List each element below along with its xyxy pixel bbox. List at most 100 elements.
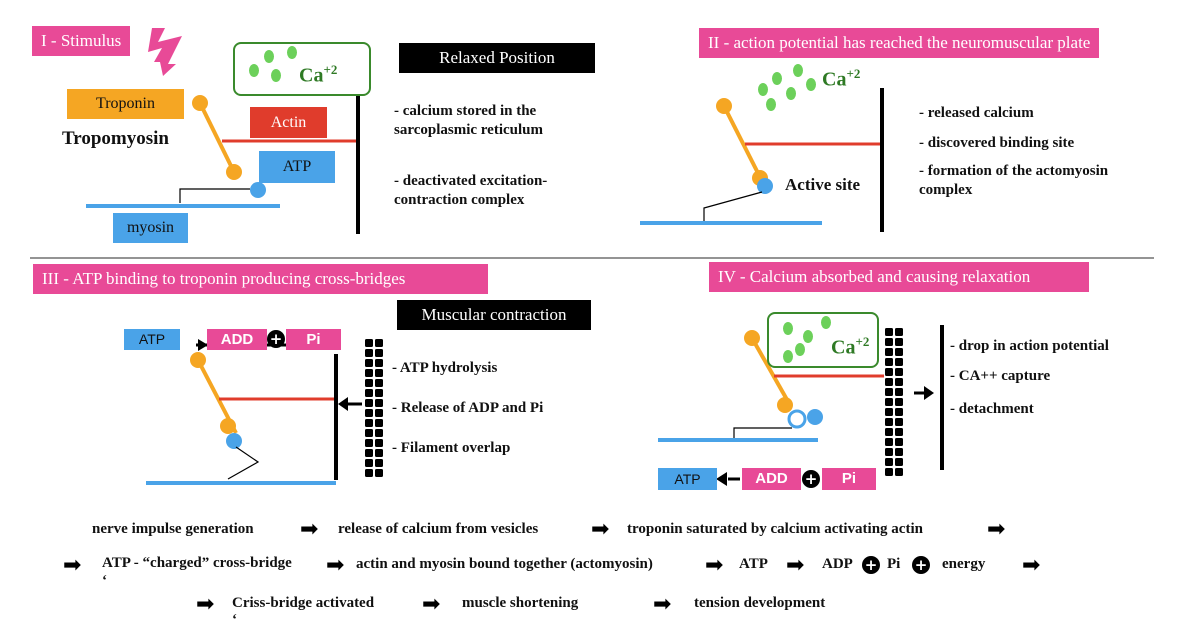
sarcomere-block [375, 439, 383, 447]
arrow-icon: ➡ [653, 592, 672, 617]
panel-4-note-1: - drop in action potential [950, 338, 1109, 354]
sarcomere-block [365, 389, 373, 397]
sarcomere-block [895, 388, 903, 396]
sarcomere-block [375, 339, 383, 347]
panel-2-note-1: - released calcium [919, 105, 1034, 121]
sarcomere-block [365, 419, 373, 427]
flow-step: muscle shortening [462, 595, 579, 611]
panel-1-note-1: - calcium stored in the [394, 103, 537, 119]
sarcomere-block [365, 339, 373, 347]
myosin-label: myosin [113, 213, 188, 243]
stage-1-tag: I - Stimulus [32, 26, 131, 56]
pi-box: Pi [822, 468, 876, 490]
tropomyosin-stalk [750, 337, 792, 406]
sarcomere-block [895, 378, 903, 386]
myosin-neck [179, 188, 250, 203]
sarcomere-block [885, 328, 893, 336]
arrow-icon: ➡ [1022, 553, 1041, 578]
flow-step: Pi [887, 556, 901, 572]
plus-icon: + [862, 556, 880, 575]
myosin-head [757, 178, 773, 194]
sarcomere-block [895, 398, 903, 406]
troponin-label: Troponin [67, 89, 184, 119]
sarcomere-block [885, 468, 893, 476]
sarcomere-block [375, 469, 383, 477]
actin-label: Actin [250, 107, 327, 138]
sarcomere-block [885, 398, 893, 406]
tropomyosin-end [226, 164, 242, 180]
sarcomere-block [895, 338, 903, 346]
sarcomere-block [365, 369, 373, 377]
calcium-container: Ca+2 [233, 42, 371, 96]
calcium-container: Ca+2 [767, 312, 879, 368]
troponin-head [190, 352, 206, 368]
stage-4-tag: IV - Calcium absorbed and causing relaxa… [709, 262, 1089, 292]
tropomyosin-end [220, 418, 236, 434]
flow-step: actin and myosin bound together (actomyo… [356, 556, 653, 572]
sarcomere-block [375, 459, 383, 467]
sarcomere-block [365, 409, 373, 417]
sarcomere-block [885, 448, 893, 456]
sarcomere-block [885, 438, 893, 446]
troponin-head [716, 98, 732, 114]
panel-1-title: Relaxed Position [399, 43, 595, 73]
sarcomere-block [885, 388, 893, 396]
sarcomere-block [375, 389, 383, 397]
arrow-icon: ➡ [300, 517, 319, 542]
arrow-icon: ➡ [705, 553, 724, 578]
sarcomere-block [885, 408, 893, 416]
sarcomere-block [895, 408, 903, 416]
sarcomere-block [895, 438, 903, 446]
calcium-label: Ca+2 [822, 66, 861, 91]
panel-2-note-2: - discovered binding site [919, 135, 1075, 151]
sarcomere-block [895, 418, 903, 426]
flow-step: troponin saturated by calcium activating… [627, 521, 923, 537]
myosin-head [250, 182, 266, 198]
arrow-icon: ➡ [63, 553, 82, 578]
lightning-bolt-icon [148, 28, 182, 76]
tropomyosin-end [777, 397, 793, 413]
sarcomere-block [365, 469, 373, 477]
calcium-label: Ca+2 [831, 334, 870, 359]
panel-2-note-3: - formation of the actomyosin [919, 163, 1109, 179]
sarcomere-block [895, 468, 903, 476]
plus-icon: + [912, 556, 930, 575]
arrow-icon: ➡ [987, 517, 1006, 542]
sarcomere-block [365, 449, 373, 457]
stray-mark: ‘ [232, 612, 237, 628]
myosin-head [807, 409, 823, 425]
add-box: ADD [742, 468, 801, 490]
sarcomere-block [375, 399, 383, 407]
sarcomere-block [365, 399, 373, 407]
add-box: ADD [207, 329, 267, 350]
flow-step: nerve impulse generation [92, 521, 254, 537]
panel-1-note-2: sarcoplasmic reticulum [394, 122, 544, 138]
sarcomere-block [375, 449, 383, 457]
empty-binding-site [787, 409, 807, 429]
arrow-icon: ➡ [786, 553, 805, 578]
panel-4-note-2: - CA++ capture [950, 368, 1051, 384]
atp-box: ATP [658, 468, 717, 490]
arrow-head [198, 339, 208, 351]
tropomyosin-stalk [198, 102, 236, 173]
sarcomere-block [885, 458, 893, 466]
relax-arrow-head [924, 386, 934, 400]
plus-icon: + [267, 330, 285, 349]
flow-step: ADP [822, 556, 853, 572]
sarcomere-block [375, 409, 383, 417]
sarcomere-block [895, 428, 903, 436]
sarcomere-block [885, 378, 893, 386]
arrow-icon: ➡ [196, 592, 215, 617]
troponin-head [744, 330, 760, 346]
panel-1-note-4: contraction complex [394, 192, 525, 208]
sarcomere-block [375, 369, 383, 377]
panel-3-note-2: - Release of ADP and Pi [392, 400, 544, 416]
flow-step: energy [942, 556, 986, 572]
release-arrow-head [716, 472, 727, 486]
sarcomere-block [895, 368, 903, 376]
sarcomere-block [375, 429, 383, 437]
tropomyosin-stalk [722, 105, 765, 184]
panel-2-note-4: complex [919, 182, 973, 198]
flow-step: release of calcium from vesicles [338, 521, 539, 537]
sarcomere-block [375, 379, 383, 387]
